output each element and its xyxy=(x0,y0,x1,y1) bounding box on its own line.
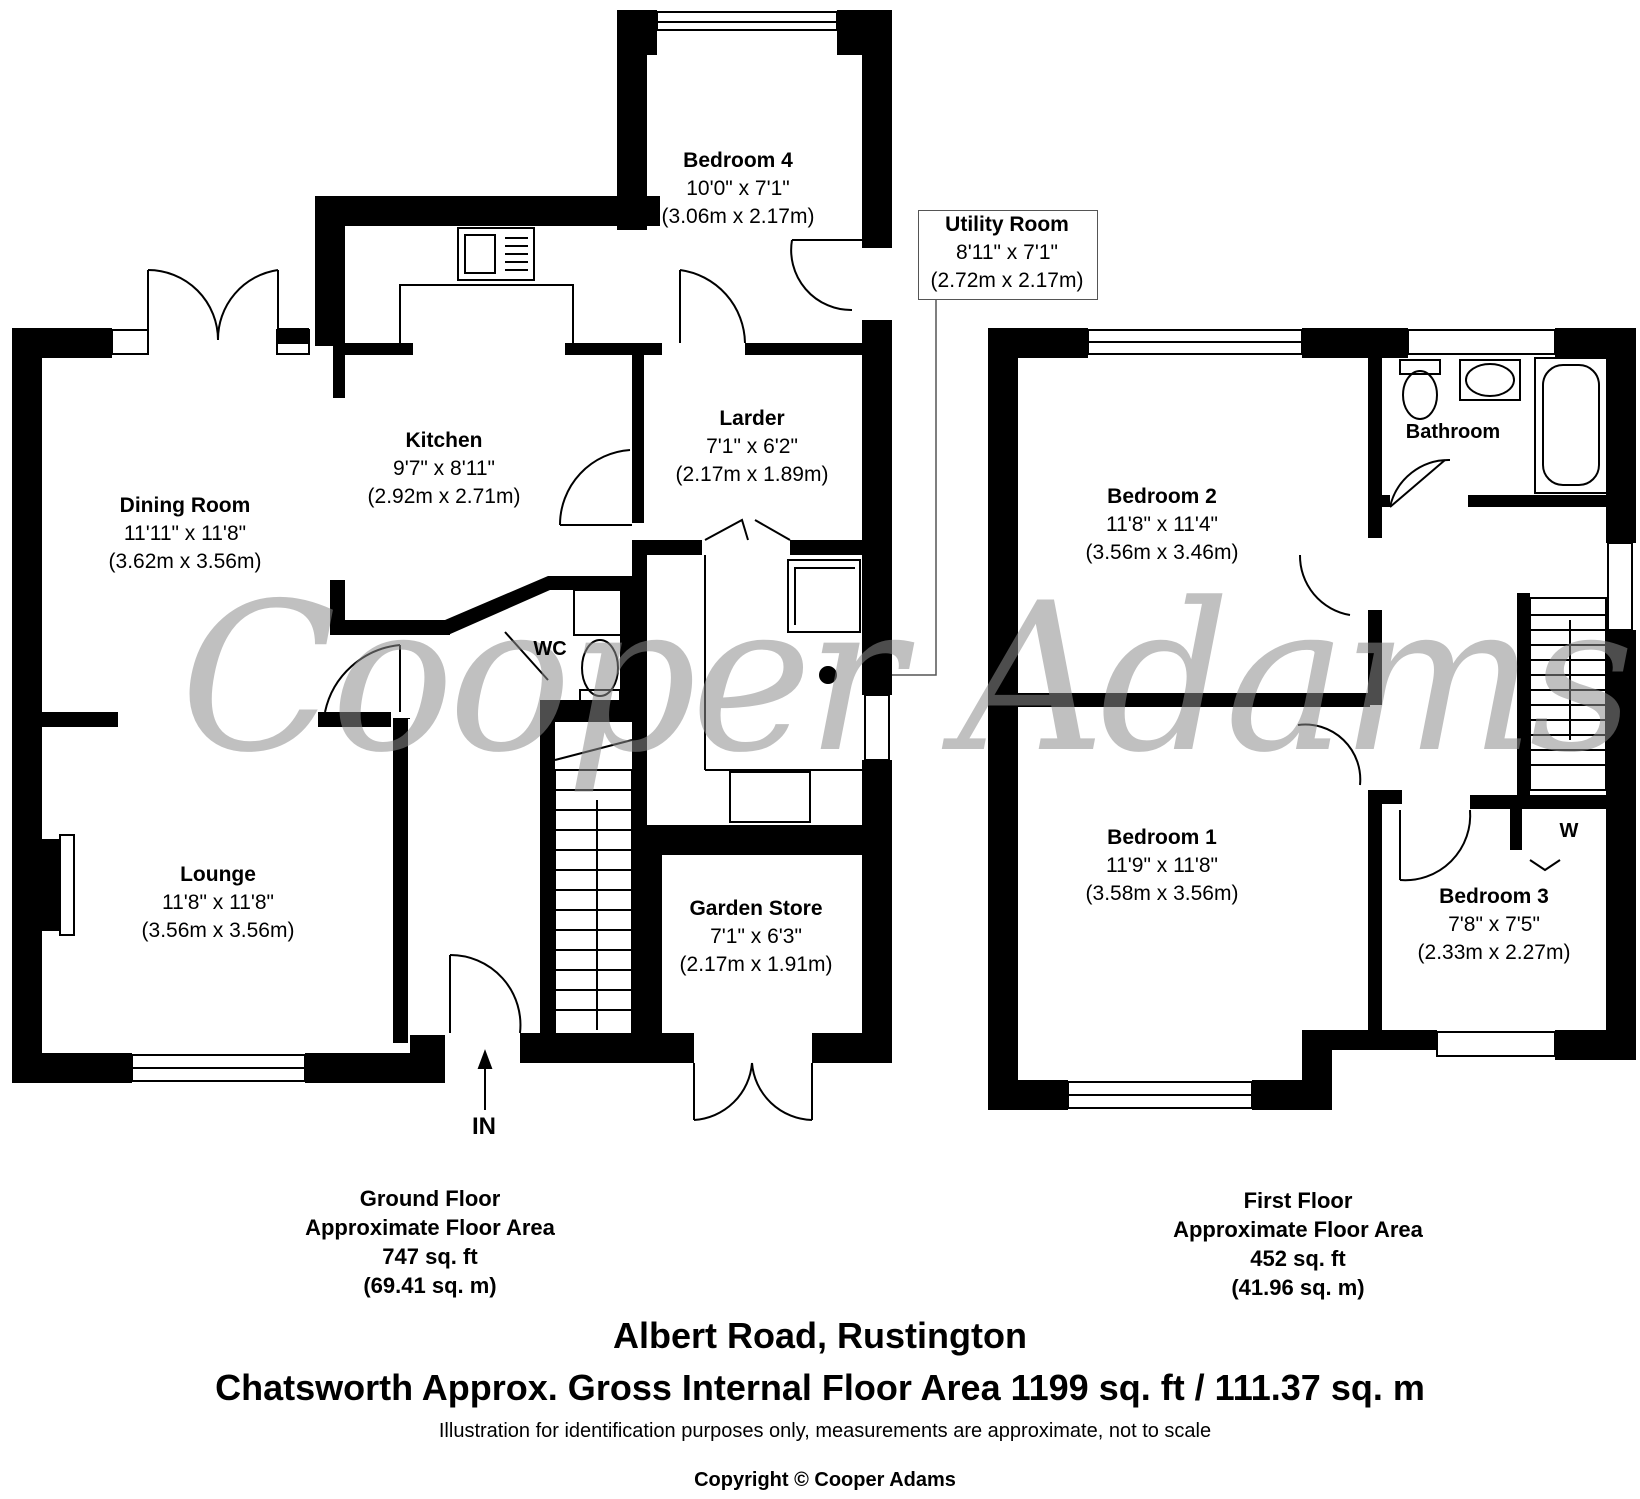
room-imperial: 11'11" x 11'8" xyxy=(123,522,247,545)
utility-room-label: Utility Room 8'11" x 7'1" (2.72m x 2.17m… xyxy=(931,211,1084,295)
bedroom-2-label: Bedroom 2 11'8" x 11'4" (3.56m x 3.46m) xyxy=(1086,483,1239,567)
larder-label: Larder 7'1" x 6'2" (2.17m x 1.89m) xyxy=(676,405,829,489)
first-floor-sqft: 452 sq. ft xyxy=(1250,1246,1346,1271)
room-name: Utility Room xyxy=(945,213,1069,236)
room-name: Lounge xyxy=(180,863,256,886)
entrance-label: IN xyxy=(472,1113,496,1140)
first-floor-sqm: (41.96 sq. m) xyxy=(1231,1275,1365,1300)
first-floor-walls xyxy=(988,328,1636,1110)
ground-floor-title: Ground Floor xyxy=(359,1186,501,1211)
copyright: Copyright © Cooper Adams xyxy=(694,1469,956,1491)
room-imperial: 11'9" x 11'8" xyxy=(1105,854,1219,877)
room-name: Larder xyxy=(719,407,785,430)
room-imperial: 7'1" x 6'3" xyxy=(710,925,802,948)
bathroom-label: Bathroom xyxy=(1405,421,1501,443)
room-metric: (3.62m x 3.56m) xyxy=(108,550,262,573)
room-metric: (2.17m x 1.89m) xyxy=(675,463,829,486)
ground-floor-subtitle: Approximate Floor Area xyxy=(305,1215,555,1240)
ground-floor-sqm: (69.41 sq. m) xyxy=(363,1273,497,1298)
utility-room-label-box xyxy=(918,210,1098,300)
gross-area-title: Chatsworth Approx. Gross Internal Floor … xyxy=(215,1367,1425,1408)
room-imperial: 11'8" x 11'4" xyxy=(1105,513,1219,536)
room-name: Bedroom 4 xyxy=(683,149,793,172)
room-imperial: 9'7" x 8'11" xyxy=(393,457,495,480)
bedroom-4-label: Bedroom 4 10'0" x 7'1" (3.06m x 2.17m) xyxy=(662,147,815,231)
garden-store-label: Garden Store 7'1" x 6'3" (2.17m x 1.91m) xyxy=(680,895,833,979)
first-floor-subtitle: Approximate Floor Area xyxy=(1173,1217,1423,1242)
kitchen-label: Kitchen 9'7" x 8'11" (2.92m x 2.71m) xyxy=(368,427,521,511)
room-metric: (2.33m x 2.27m) xyxy=(1417,941,1571,964)
ground-floor-windows xyxy=(111,11,890,1082)
room-name: Bedroom 2 xyxy=(1107,485,1217,508)
room-imperial: 11'8" x 11'8" xyxy=(161,891,275,914)
room-metric: (2.17m x 1.91m) xyxy=(679,953,833,976)
wardrobe-label: W xyxy=(1559,820,1579,842)
room-name: Bedroom 1 xyxy=(1107,826,1217,849)
room-imperial: 7'8" x 7'5" xyxy=(1448,913,1540,936)
ground-floor-area: Ground Floor Approximate Floor Area 747 … xyxy=(305,1184,555,1300)
room-imperial: 10'0" x 7'1" xyxy=(686,177,790,200)
first-floor-area: First Floor Approximate Floor Area 452 s… xyxy=(1173,1186,1423,1302)
room-metric: (3.56m x 3.56m) xyxy=(141,919,295,942)
room-name: Bedroom 3 xyxy=(1439,885,1549,908)
room-name: Kitchen xyxy=(405,429,483,452)
disclaimer: Illustration for identification purposes… xyxy=(438,1420,1212,1442)
address-title: Albert Road, Rustington xyxy=(613,1315,1027,1356)
ground-floor-doors xyxy=(41,227,937,1121)
room-metric: (3.06m x 2.17m) xyxy=(661,205,815,228)
first-floor-details xyxy=(1067,329,1633,1109)
room-metric: (2.72m x 2.17m) xyxy=(930,269,1084,292)
bedroom-3-label: Bedroom 3 7'8" x 7'5" (2.33m x 2.27m) xyxy=(1418,883,1571,967)
lounge-label: Lounge 11'8" x 11'8" (3.56m x 3.56m) xyxy=(142,861,295,945)
room-imperial: 8'11" x 7'1" xyxy=(956,241,1058,264)
ground-floor-sqft: 747 sq. ft xyxy=(382,1244,478,1269)
first-floor-title: First Floor xyxy=(1243,1188,1353,1213)
room-name: Garden Store xyxy=(689,897,823,920)
bedroom-1-label: Bedroom 1 11'9" x 11'8" (3.58m x 3.56m) xyxy=(1086,824,1239,908)
room-metric: (2.92m x 2.71m) xyxy=(367,485,521,508)
room-metric: (3.58m x 3.56m) xyxy=(1085,882,1239,905)
ground-floor-walls xyxy=(12,10,892,1083)
room-name: Dining Room xyxy=(119,494,251,517)
dining-room-label: Dining Room 11'11" x 11'8" (3.62m x 3.56… xyxy=(109,492,262,576)
room-metric: (3.56m x 3.46m) xyxy=(1085,541,1239,564)
watermark: Cooper Adams xyxy=(180,560,1634,798)
room-imperial: 7'1" x 6'2" xyxy=(706,435,798,458)
wc-label: WC xyxy=(533,638,567,660)
